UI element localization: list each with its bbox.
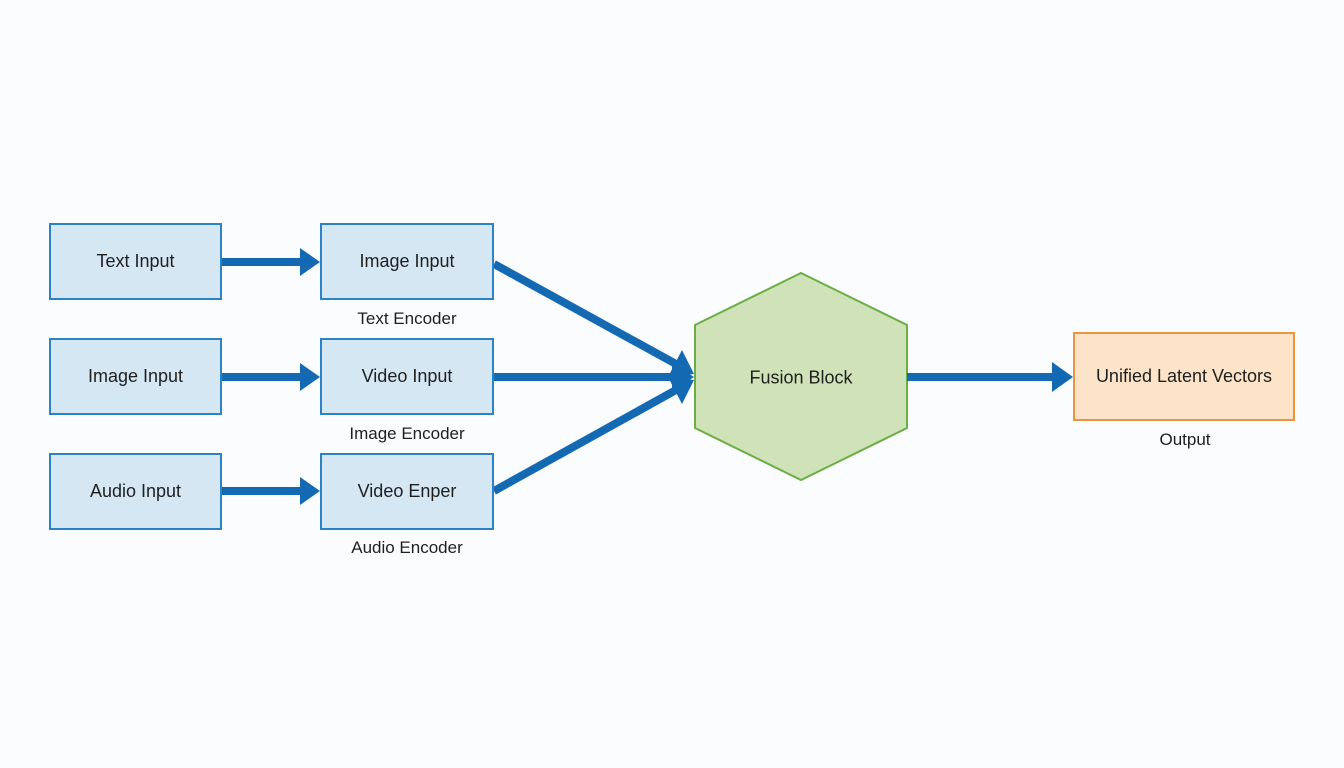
encoder-caption-1: Text Encoder (357, 309, 457, 328)
output-caption: Output (1159, 430, 1211, 449)
arrow-encoder-2-to-fusion (494, 363, 694, 391)
arrow-encoder-1-to-fusion (492, 260, 694, 377)
input-box-audio: Audio Input (49, 453, 222, 530)
input-box-image: Image Input (49, 338, 222, 415)
fusion-block-label: Fusion Block (749, 367, 853, 388)
arrow-text-input-to-encoder (222, 248, 320, 276)
arrow-audio-input-to-encoder (222, 477, 320, 505)
encoder-box-3: Video Enper (320, 453, 494, 530)
encoder-caption-2: Image Encoder (349, 424, 465, 443)
encoder-box-1: Image Input (320, 223, 494, 300)
input-box-text: Text Input (49, 223, 222, 300)
encoder-caption-3: Audio Encoder (351, 538, 463, 557)
fusion-block-shape (694, 271, 908, 482)
output-box: Unified Latent Vectors (1073, 332, 1295, 421)
arrow-encoder-3-to-fusion (492, 377, 694, 495)
arrow-image-input-to-encoder (222, 363, 320, 391)
encoder-box-2: Video Input (320, 338, 494, 415)
arrow-fusion-to-output (907, 362, 1073, 392)
